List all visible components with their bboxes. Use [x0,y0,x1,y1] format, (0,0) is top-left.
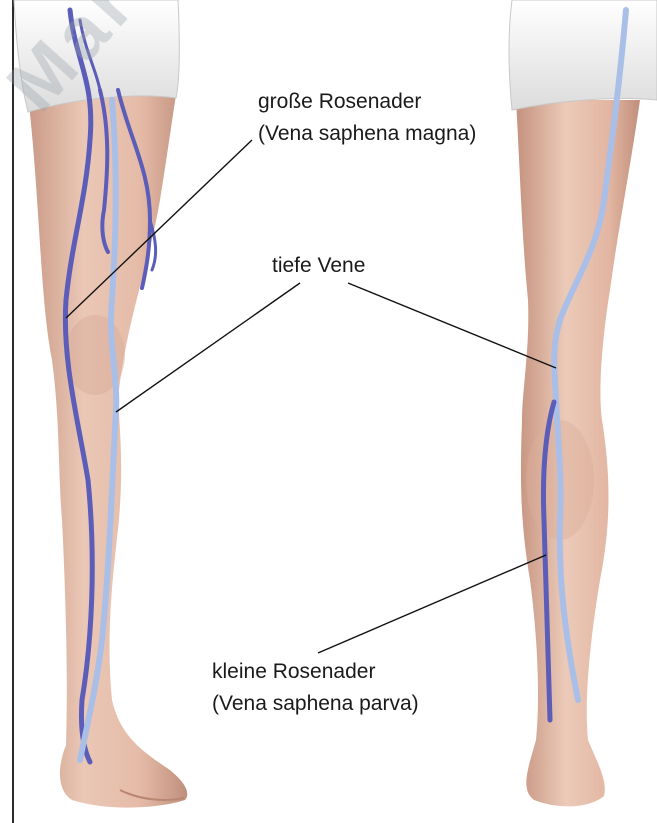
label-great-saphenous-latin: (Vena saphena magna) [258,118,476,150]
leader-line-small-saphenous [318,555,546,653]
label-deep-vein: tiefe Vene [272,250,365,282]
left-leg [28,95,187,808]
right-shorts [509,0,657,110]
leader-line-deep-vein-left [116,283,300,412]
label-small-saphenous-name: kleine Rosenader [212,656,419,688]
label-small-saphenous-latin: (Vena saphena parva) [212,688,419,720]
label-small-saphenous-vein: kleine Rosenader (Vena saphena parva) [212,656,419,720]
label-great-saphenous-name: große Rosenader [258,86,476,118]
leader-line-deep-vein-right [348,283,556,368]
label-great-saphenous-vein: große Rosenader (Vena saphena magna) [258,86,476,150]
